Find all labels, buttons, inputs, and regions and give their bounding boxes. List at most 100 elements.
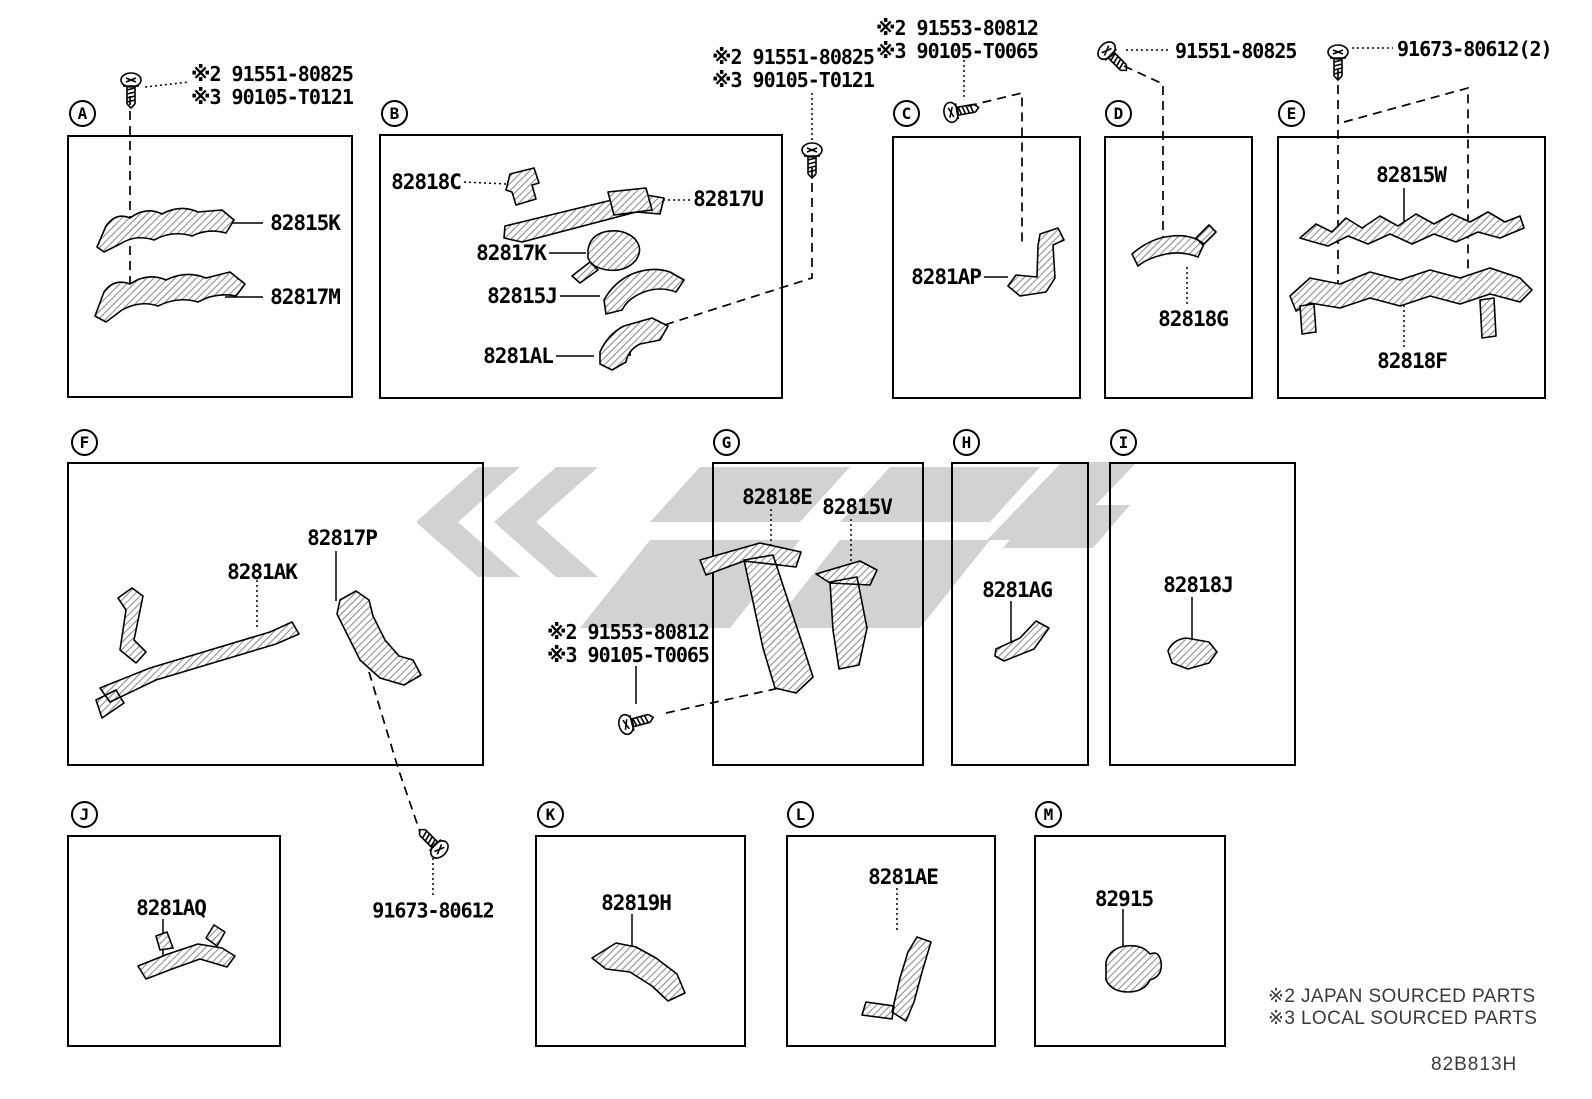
part-drawing-82818f-leg1	[1299, 303, 1317, 335]
part-label-8281ae: 8281AE	[868, 865, 939, 889]
panel-box-g	[712, 462, 924, 766]
panel-letter-text: H	[961, 433, 972, 452]
part-label-82819h: 82819H	[601, 891, 672, 915]
part-drawings	[94, 167, 1533, 1022]
part-label-8281aq: 8281AQ	[136, 896, 207, 920]
fastener-callout-line: ※2 91551-80825	[191, 62, 354, 86]
part-label-8281ap: 8281AP	[911, 265, 982, 289]
panel-letter-k: K	[537, 801, 564, 828]
part-drawing-82815k	[96, 207, 235, 253]
part-drawing-82818g	[1131, 224, 1217, 267]
part-label-82815k: 82815K	[270, 211, 341, 235]
part-label-8281al: 8281AL	[483, 344, 554, 368]
fastener-callout-line: 91551-80825	[1175, 39, 1297, 63]
part-drawing-82818f	[1289, 267, 1533, 312]
panel-letter-b: B	[381, 100, 408, 127]
panel-box-l	[786, 835, 996, 1047]
screw-icon	[1093, 37, 1135, 79]
part-drawing-8281ap	[1007, 227, 1065, 297]
part-drawing-82818j	[1167, 637, 1218, 670]
part-drawing-82815v	[815, 560, 878, 670]
panel-box-k	[535, 835, 746, 1047]
screw-icon	[615, 706, 657, 737]
part-drawing-82817p	[336, 590, 422, 686]
fastener-callout-line: ※3 90105-T0065	[876, 39, 1039, 63]
part-label-82818j: 82818J	[1163, 573, 1234, 597]
part-drawing-8281ae	[861, 936, 932, 1022]
part-drawing-82915	[1105, 944, 1163, 993]
panel-letter-e: E	[1278, 100, 1305, 127]
fastener-callout-g: ※2 91553-80812 ※3 90105-T0065	[547, 621, 710, 667]
part-drawing-8281ag	[994, 620, 1050, 662]
panel-letter-f: F	[71, 429, 98, 456]
part-drawing-82818f-leg2	[1479, 297, 1497, 339]
fastener-callout-e: 91673-80612(2)	[1397, 38, 1553, 61]
fastener-callout-line: ※2 91551-80825	[712, 45, 875, 69]
fastener-callout-line: 91673-80612	[372, 898, 494, 923]
panel-letter-g: G	[713, 429, 740, 456]
screw-icon	[941, 96, 982, 125]
fastener-callout-f: 91673-80612	[372, 898, 494, 923]
screw-icon	[411, 821, 453, 863]
panel-letter-j: J	[71, 801, 98, 828]
panel-letter-a: A	[69, 100, 96, 127]
panel-box-i	[1109, 462, 1296, 766]
part-drawing-82817m	[94, 271, 246, 323]
panel-box-b	[379, 134, 783, 399]
part-label-8281ak: 8281AK	[227, 560, 298, 584]
panel-letter-text: F	[79, 433, 90, 452]
part-drawing-8281ak	[95, 587, 300, 719]
fastener-callout-line: ※2 91553-80812	[876, 16, 1039, 40]
panel-letter-text: E	[1286, 104, 1297, 123]
part-drawing-82819h	[591, 942, 686, 1002]
part-label-82817k: 82817K	[476, 241, 547, 265]
panel-letter-m: M	[1035, 801, 1062, 828]
panel-box-a	[67, 135, 353, 398]
panel-letter-c: C	[893, 100, 920, 127]
fastener-callout-line: ※3 90105-T0121	[712, 68, 875, 92]
panel-letter-text: M	[1043, 805, 1054, 824]
panel-box-m	[1034, 835, 1226, 1047]
part-drawing-82818e	[699, 542, 814, 694]
legend-line-japan: ※2 JAPAN SOURCED PARTS	[1268, 986, 1536, 1007]
panel-letter-text: D	[1113, 104, 1124, 123]
panel-letter-text: L	[795, 805, 806, 824]
fastener-callout-b: ※2 91551-80825 ※3 90105-T0121	[712, 45, 875, 92]
part-drawing-82817u-head	[607, 187, 653, 216]
panel-box-d	[1104, 136, 1253, 399]
part-label-82818g: 82818G	[1158, 307, 1229, 331]
part-drawing-82815w	[1299, 211, 1525, 247]
fastener-callout-a: ※2 91551-80825 ※3 90105-T0121	[191, 62, 354, 109]
part-label-82817p: 82817P	[307, 526, 378, 550]
fastener-callout-line: ※3 90105-T0121	[191, 85, 354, 109]
panel-letter-l: L	[787, 801, 814, 828]
panel-letter-text: A	[77, 104, 88, 123]
part-drawing-8281aq	[137, 924, 236, 980]
fastener-callout-line: ※3 90105-T0065	[547, 643, 710, 667]
panel-letter-text: B	[389, 104, 400, 123]
part-label-82815v: 82815V	[822, 495, 893, 519]
panel-box-f	[67, 462, 484, 766]
dashed-locator-lines	[129, 65, 1469, 833]
part-label-82817u: 82817U	[693, 187, 764, 211]
part-drawing-82818c	[505, 167, 540, 206]
screw-icon	[120, 72, 142, 109]
panel-boxes	[67, 134, 1546, 1047]
panel-letter-i: I	[1110, 429, 1137, 456]
panel-letter-text: C	[901, 104, 912, 123]
part-label-82815w: 82815W	[1376, 163, 1447, 187]
part-label-82815j: 82815J	[487, 284, 558, 308]
panel-box-e	[1277, 136, 1546, 399]
part-drawing-82815j	[603, 268, 685, 315]
part-label-82818e: 82818E	[742, 485, 813, 509]
legend: ※2 JAPAN SOURCED PARTS ※3 LOCAL SOURCED …	[1268, 986, 1537, 1030]
part-label-82915: 82915	[1094, 887, 1154, 911]
part-label-82818f: 82818F	[1377, 349, 1448, 373]
panel-letter-text: J	[79, 805, 90, 824]
panel-box-j	[67, 835, 281, 1047]
panel-box-h	[951, 462, 1089, 766]
panel-letter-d: D	[1105, 100, 1132, 127]
panel-letter-text: K	[545, 805, 556, 824]
